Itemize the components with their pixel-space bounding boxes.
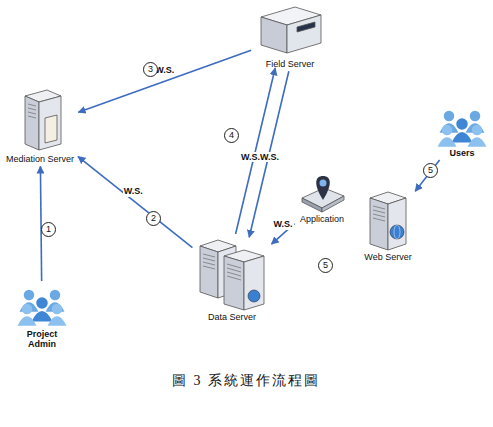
app-icon [298, 174, 346, 214]
edge-label: W.S. [123, 187, 144, 197]
server-node: Project Admin [15, 283, 69, 350]
data-icon [196, 236, 268, 312]
node-label: Mediation Server [4, 154, 77, 164]
server-node: Data Server [194, 236, 270, 322]
server-node: Field Server [253, 3, 327, 69]
server-node: Application [296, 174, 348, 224]
node-label: Users [433, 148, 491, 158]
callout-number: 1 [41, 222, 56, 237]
node-label: Application [296, 214, 348, 224]
server-node: Users [433, 104, 491, 158]
callout-number: 3 [143, 62, 158, 77]
server-node: Web Server [362, 190, 414, 262]
flow-arrow [78, 157, 192, 248]
web-icon [366, 190, 410, 252]
flow-arrow [78, 50, 251, 112]
node-label: Data Server [194, 312, 270, 322]
people-icon [435, 104, 489, 148]
server-node: Mediation Server [4, 88, 77, 164]
people2-icon [15, 283, 69, 329]
callout-number: 5 [423, 163, 438, 178]
callout-number: 5 [318, 258, 333, 273]
callout-number: 4 [224, 128, 239, 143]
figure-caption: 圖 3 系統運作流程圖 [172, 372, 320, 390]
edge-label: W.S. [272, 220, 293, 230]
flow-arrow [415, 160, 439, 191]
callout-number: 2 [146, 211, 161, 226]
edge-label: W.S.W.S. [240, 152, 280, 162]
flow-arrow [40, 166, 41, 281]
flat-icon [255, 3, 325, 59]
node-label: Field Server [253, 59, 327, 69]
node-label: Web Server [362, 252, 414, 262]
node-label: Project Admin [18, 329, 66, 350]
tower-icon [17, 88, 63, 154]
